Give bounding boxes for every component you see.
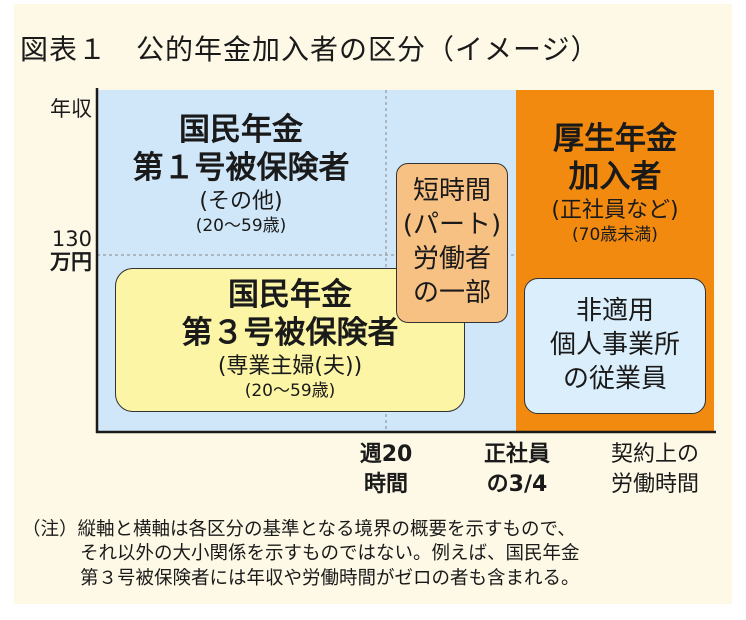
figure-title: 図表１ 公的年金加入者の区分（イメージ） bbox=[20, 33, 600, 66]
x-axis-label: 契約上の 労働時間 bbox=[610, 442, 699, 497]
y-threshold-number: 130 bbox=[51, 227, 92, 251]
footnote-line-3: 第３号被保険者には年収や労働時間がゼロの者も含まれる。 bbox=[80, 567, 580, 589]
footnote: （注）縦軸と横軸は各区分の基準となる境界の概要を示すもので、 それ以外の大小関係… bbox=[22, 518, 722, 591]
x-threshold-fulltime: 正社員 の3/4 bbox=[483, 442, 550, 497]
category-kokumin-1: 国民年金 第１号被保険者 (その他) (20～59歳) bbox=[132, 111, 350, 237]
y-axis-label: 年収 bbox=[50, 97, 92, 121]
category-part-time: 短時間 (パート) 労働者 の一部 bbox=[396, 163, 508, 323]
footnote-line-1: （注）縦軸と横軸は各区分の基準となる境界の概要を示すもので、 bbox=[22, 519, 576, 540]
category-kosei-nenkin: 厚生年金 加入者 (正社員など) (70歳未満) bbox=[551, 120, 679, 246]
x-threshold-weekly-hours: 週20 時間 bbox=[359, 442, 413, 497]
y-threshold-unit: 万円 bbox=[50, 250, 92, 275]
y-threshold-label: 130 万円 bbox=[20, 227, 92, 275]
category-non-applicable: 非適用 個人事業所 の従業員 bbox=[524, 278, 706, 414]
footnote-line-2: それ以外の大小関係を示すものではない。例えば、国民年金 bbox=[80, 543, 580, 565]
